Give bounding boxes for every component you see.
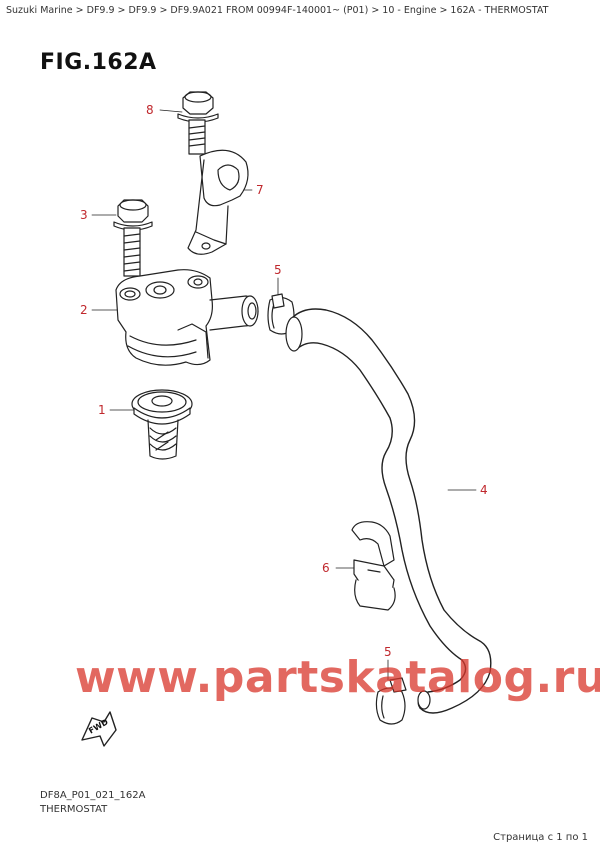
callout-3[interactable]: 3 [80,208,88,222]
thermostat-1-part [131,389,193,460]
callout-5-bottom[interactable]: 5 [384,645,392,659]
diagram-code: DF8A_P01_021_162A [40,790,146,801]
figure-title: FIG.162A [40,50,157,75]
fwd-arrow-icon [81,711,117,747]
callout-6[interactable]: 6 [322,561,330,575]
callout-1[interactable]: 1 [98,403,106,417]
callout-2[interactable]: 2 [80,303,88,317]
thermostat-housing-2-part [115,269,259,366]
watermark: www.partskatalog.ru [75,652,600,703]
diagram-name: THERMOSTAT [40,804,108,815]
callout-8[interactable]: 8 [146,103,154,117]
callout-7[interactable]: 7 [256,183,264,197]
page-indicator: Страница с 1 по 1 [493,832,588,843]
breadcrumb: Suzuki Marine > DF9.9 > DF9.9 > DF9.9A02… [6,5,549,16]
clip-6-part [351,521,396,611]
callout-4[interactable]: 4 [480,483,488,497]
bolt-3-part [113,199,153,277]
bolt-8-part [177,91,219,155]
hose-4-part [285,308,492,714]
callout-5-top[interactable]: 5 [274,263,282,277]
bracket-7-part [187,149,249,255]
clamp-5-bottom-part [375,677,407,725]
